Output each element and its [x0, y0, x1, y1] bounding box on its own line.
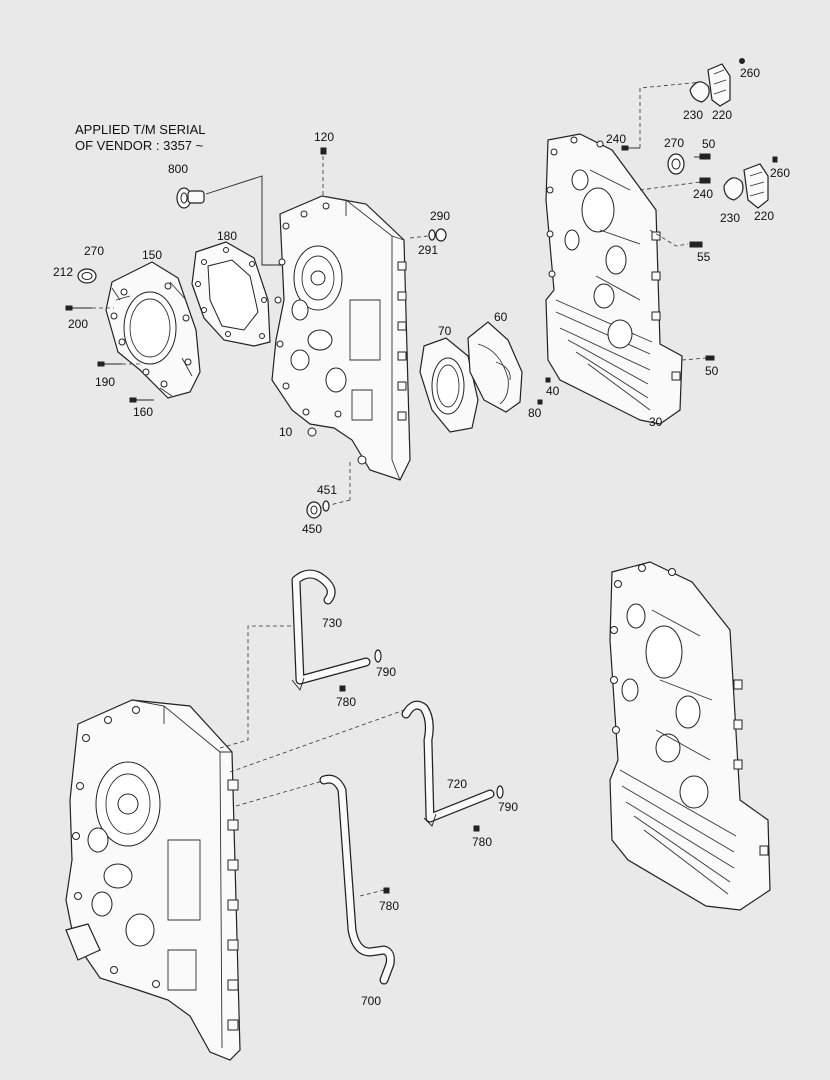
part-190-screw [97, 361, 122, 367]
callout-260-upper: 260 [740, 66, 760, 80]
callout-220-upper: 220 [712, 108, 732, 122]
part-780-bolt-middle [473, 825, 480, 832]
part-160-screw [129, 397, 154, 403]
callout-190: 190 [95, 375, 115, 389]
leader-700 [235, 779, 327, 807]
leader-240-upper [639, 81, 703, 148]
callout-70: 70 [438, 324, 452, 338]
part-230-plate-upper [689, 81, 710, 103]
callout-160: 160 [133, 405, 153, 419]
part-240-bolt-upper [621, 145, 640, 151]
part-780-bolt-lower [359, 887, 390, 897]
callout-220-lower: 220 [754, 209, 774, 223]
part-260-plug-upper [739, 58, 745, 64]
callout-120: 120 [314, 130, 334, 144]
callout-labels: 120 800 180 150 270 212 200 190 160 10 2… [53, 66, 790, 1008]
callout-260-lower: 260 [770, 166, 790, 180]
callout-730: 730 [322, 616, 342, 630]
callout-40: 40 [546, 384, 560, 398]
callout-290: 290 [430, 209, 450, 223]
part-270-ring-right [667, 153, 685, 175]
callout-780-upper: 780 [336, 695, 356, 709]
leader-720 [229, 707, 411, 773]
part-290-plug [428, 228, 447, 242]
callout-450: 450 [302, 522, 322, 536]
callout-800: 800 [168, 162, 188, 176]
callout-790-upper: 790 [376, 665, 396, 679]
part-720-pipe [401, 700, 495, 827]
part-450-plug [306, 501, 322, 519]
callout-55: 55 [697, 250, 711, 264]
callout-212: 212 [53, 265, 73, 279]
part-200-screw [65, 305, 92, 311]
part-730-pipe [291, 569, 371, 691]
callout-780-lower: 780 [379, 899, 399, 913]
callout-451: 451 [317, 483, 337, 497]
callout-10: 10 [279, 425, 293, 439]
housing-assembly-lower-left [65, 699, 241, 1061]
callout-720: 720 [447, 777, 467, 791]
callout-780-middle: 780 [472, 835, 492, 849]
callout-50-upper: 50 [702, 137, 716, 151]
callout-200: 200 [68, 317, 88, 331]
leader-800 [205, 175, 290, 266]
part-80-screw [537, 399, 543, 405]
callout-291: 291 [418, 243, 438, 257]
part-220-lever-upper [707, 63, 731, 107]
part-150-cover [105, 261, 201, 399]
serial-note: APPLIED T/M SERIAL OF VENDOR : 3357 ~ [75, 122, 206, 153]
callout-700: 700 [361, 994, 381, 1008]
part-230-plate-lower [723, 177, 744, 201]
callout-270-right: 270 [664, 136, 684, 150]
part-260-plug-lower [772, 156, 778, 163]
part-790-oring-upper [374, 649, 382, 663]
part-451-oring [322, 500, 330, 512]
callout-60: 60 [494, 310, 508, 324]
part-60-shield [467, 321, 523, 413]
part-800-bolt [176, 187, 205, 209]
part-70-seal [419, 337, 479, 433]
serial-note-line2: OF VENDOR : 3357 ~ [75, 138, 204, 153]
part-240-bolt-lower [699, 177, 711, 184]
part-790-oring-lower [496, 785, 504, 799]
part-10-housing [271, 195, 411, 481]
serial-note-line1: APPLIED T/M SERIAL [75, 122, 206, 137]
part-180-gasket [191, 241, 271, 347]
callout-230-upper: 230 [683, 108, 703, 122]
callout-230-lower: 230 [720, 211, 740, 225]
part-40-pin [545, 377, 551, 383]
callout-180: 180 [217, 229, 237, 243]
part-50-bolt-lower [705, 355, 715, 361]
callout-50-lower: 50 [705, 364, 719, 378]
part-270-ring-left [77, 268, 97, 284]
leader-55 [649, 229, 689, 247]
callout-80: 80 [528, 406, 542, 420]
part-220-lever-lower [743, 163, 769, 209]
part-50-bolt-upper [694, 153, 711, 160]
housing-assembly-lower-right [609, 561, 771, 911]
part-120-bolt [320, 147, 327, 196]
callout-240-lower: 240 [693, 187, 713, 201]
callout-790-lower: 790 [498, 800, 518, 814]
part-700-pipe [319, 774, 395, 985]
part-55-bolt [689, 241, 703, 248]
part-30-housing [545, 133, 683, 425]
leader-240-lower [639, 181, 701, 191]
leader-730 [219, 625, 300, 749]
callout-270-left: 270 [84, 244, 104, 258]
callout-150: 150 [142, 248, 162, 262]
part-780-bolt-upper [339, 685, 346, 692]
callout-240-upper: 240 [606, 132, 626, 146]
callout-30: 30 [649, 415, 663, 429]
